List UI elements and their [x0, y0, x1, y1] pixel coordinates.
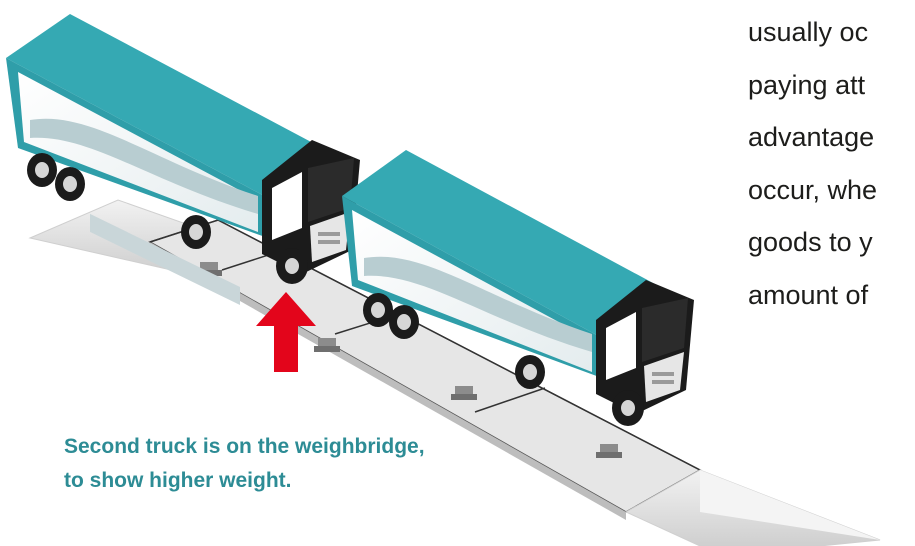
caption-line: Second truck is on the weighbridge, [64, 430, 425, 464]
body-text-line: occur, whe [748, 164, 915, 217]
body-text-line: paying att [748, 59, 915, 112]
first-truck [6, 14, 360, 305]
figure-caption: Second truck is on the weighbridge, to s… [64, 430, 425, 498]
body-text-line: goods to y [748, 216, 915, 269]
caption-line: to show higher weight. [64, 464, 425, 498]
body-text-line: usually oc [748, 6, 915, 59]
body-text-line: advantage [748, 111, 915, 164]
body-text: usually oc paying att advantage occur, w… [748, 6, 915, 322]
body-text-line: amount of [748, 269, 915, 322]
